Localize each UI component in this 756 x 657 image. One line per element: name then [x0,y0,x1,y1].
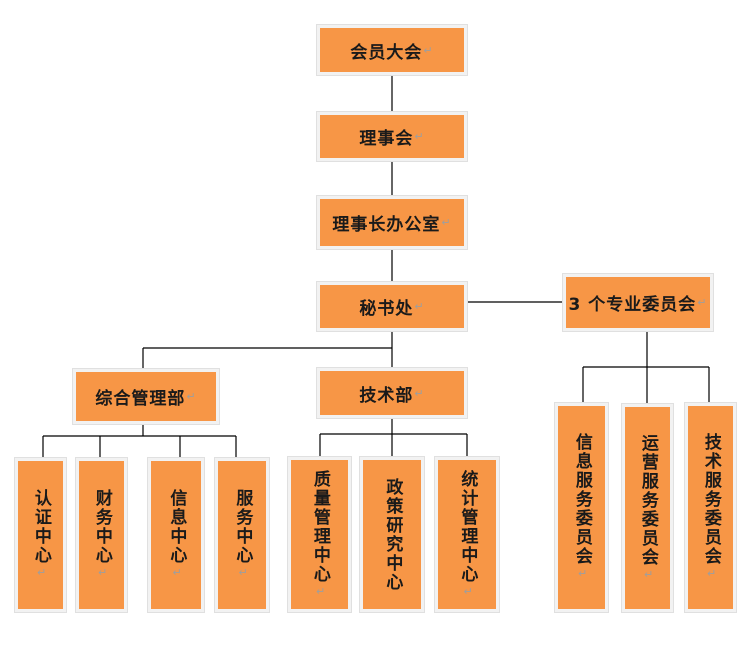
node-general-assembly: 会员大会↵ [317,25,467,75]
node-statistics-management-center: 统计管理中心↵ [435,457,499,612]
paragraph-mark-icon: ↵ [414,130,425,143]
node-operation-service-committee: 运营服务委员会↵ [622,404,673,612]
node-certification-center: 认证中心↵ [15,458,66,612]
node-tech-service-committee: 技术服务委员会↵ [685,403,736,612]
paragraph-mark-icon: ↵ [423,43,434,57]
node-certification-center-label: 认证中心 [30,489,51,565]
node-special-committees: 3 个专业委员会↵ [563,274,713,331]
paragraph-mark-icon: ↵ [461,584,475,600]
paragraph-mark-icon: ↵ [314,584,328,600]
node-info-service-committee-label: 信息服务委员会 [571,433,592,566]
node-finance-center: 财务中心↵ [76,458,127,612]
node-information-center: 信息中心↵ [148,458,204,612]
node-info-service-committee: 信息服务委员会↵ [555,403,608,612]
paragraph-mark-icon: ↵ [236,566,250,581]
node-general-management-dept: 综合管理部↵ [73,369,219,424]
paragraph-mark-icon: ↵ [96,566,110,581]
node-general-management-dept-label: 综合管理部 [95,389,186,409]
node-policy-research-center-label: 政策研究中心 [382,477,403,592]
paragraph-mark-icon: ↵ [642,567,656,583]
paragraph-mark-icon: ↵ [414,300,425,313]
node-operation-service-committee-label: 运营服务委员会 [637,433,658,567]
node-chairman-office-label: 理事长办公室 [332,215,441,235]
node-policy-research-center: 政策研究中心 [360,457,424,612]
paragraph-mark-icon: ↵ [414,386,425,400]
node-information-center-label: 信息中心 [166,489,187,565]
paragraph-mark-icon: ↵ [186,390,197,403]
node-council-label: 理事会 [359,129,414,149]
node-technical-dept: 技术部↵ [317,368,467,418]
node-council: 理事会↵ [317,112,467,161]
paragraph-mark-icon: ↵ [35,566,49,581]
node-secretariat-label: 秘书处 [359,299,414,319]
node-tech-service-committee-label: 技术服务委员会 [700,433,721,566]
node-special-committees-label: 3 个专业委员会 [568,295,697,315]
node-quality-management-center: 质量管理中心↵ [288,457,351,612]
node-general-assembly-label: 会员大会 [350,42,423,63]
node-quality-management-center-label: 质量管理中心 [309,469,330,584]
paragraph-mark-icon: ↵ [170,566,184,581]
node-service-center-label: 服务中心 [232,489,253,565]
node-finance-center-label: 财务中心 [91,489,112,565]
paragraph-mark-icon: ↵ [576,567,590,582]
node-chairman-office: 理事长办公室↵ [317,196,467,249]
node-secretariat: 秘书处↵ [317,282,467,331]
paragraph-mark-icon: ↵ [441,216,452,229]
node-technical-dept-label: 技术部 [359,385,414,406]
paragraph-mark-icon: ↵ [705,567,719,582]
paragraph-mark-icon: ↵ [697,296,708,309]
node-service-center: 服务中心↵ [215,458,269,612]
node-statistics-management-center-label: 统计管理中心 [457,469,478,584]
